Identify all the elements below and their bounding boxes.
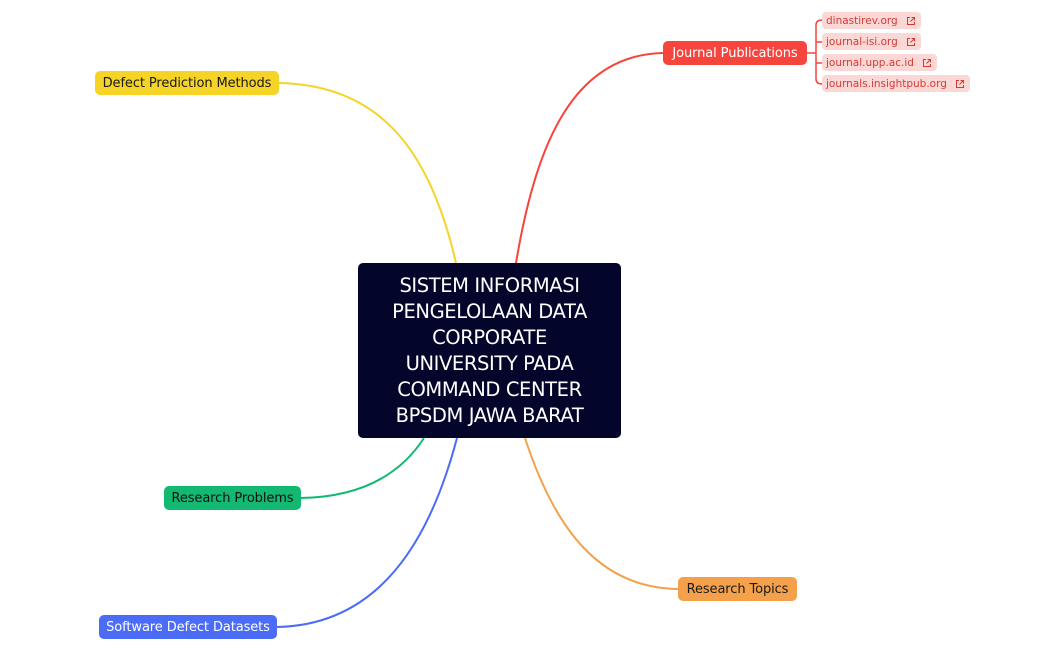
external-link-icon: [906, 37, 915, 46]
link-label: journal.upp.ac.id: [826, 56, 914, 69]
node-label: Software Defect Datasets: [106, 619, 270, 635]
link-journals-insightpub[interactable]: journals.insightpub.org: [822, 75, 970, 92]
connector-topics: [524, 437, 679, 590]
external-link-icon: [922, 58, 931, 67]
connector-datasets: [276, 437, 458, 628]
node-journal-publications[interactable]: Journal Publications: [663, 41, 807, 65]
central-topic-line: PENGELOLAAN DATA: [392, 299, 587, 323]
node-defect-prediction-methods[interactable]: Defect Prediction Methods: [95, 71, 279, 95]
node-label: Research Problems: [171, 490, 294, 506]
node-label: Defect Prediction Methods: [102, 75, 272, 91]
central-topic-node[interactable]: SISTEM INFORMASI PENGELOLAAN DATA CORPOR…: [358, 263, 621, 438]
connector-journal-links: [807, 19, 823, 85]
node-label: Research Topics: [686, 581, 789, 597]
link-dinastirev[interactable]: dinastirev.org: [822, 12, 921, 29]
central-topic-line: CORPORATE: [432, 325, 547, 349]
central-topic-line: COMMAND CENTER: [397, 377, 582, 401]
connector-defect-methods: [278, 82, 457, 264]
external-link-icon: [955, 79, 964, 88]
central-topic-line: BPSDM JAWA BARAT: [395, 403, 584, 427]
link-journal-upp[interactable]: journal.upp.ac.id: [822, 54, 937, 71]
external-link-icon: [906, 16, 915, 25]
node-software-defect-datasets[interactable]: Software Defect Datasets: [99, 615, 277, 639]
node-label: Journal Publications: [672, 45, 798, 61]
link-label: journal-isi.org: [826, 35, 898, 48]
node-research-problems[interactable]: Research Problems: [164, 486, 301, 510]
link-journal-isi[interactable]: journal-isi.org: [822, 33, 921, 50]
node-research-topics[interactable]: Research Topics: [678, 577, 797, 601]
central-topic-line: UNIVERSITY PADA: [405, 351, 574, 375]
central-topic-line: SISTEM INFORMASI: [399, 273, 580, 297]
link-label: dinastirev.org: [826, 14, 898, 27]
link-label: journals.insightpub.org: [826, 77, 947, 90]
connector-journal: [515, 52, 664, 264]
connector-problems: [300, 437, 425, 499]
